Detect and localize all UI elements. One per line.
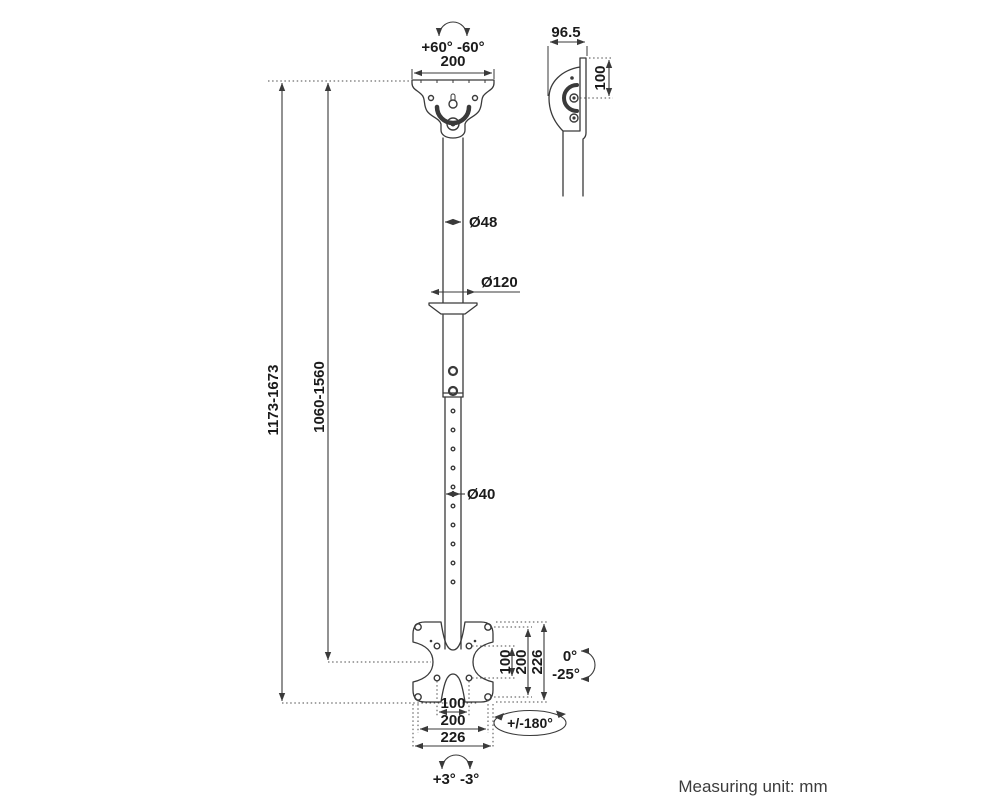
label-overall-height: 1173-1673 — [265, 365, 282, 436]
label-vesa-h100: 100 — [440, 695, 465, 712]
label-ceiling-plate-width: 200 — [440, 53, 465, 70]
measuring-unit-note: Measuring unit: mm — [678, 777, 827, 796]
top-swivel-annotation: +60° -60° — [421, 21, 485, 56]
vesa-horizontal-dims: 100 200 226 — [412, 681, 494, 750]
label-pole-height: 1060-1560 — [311, 361, 328, 433]
swivel-ellipse-icon — [493, 709, 567, 737]
side-bolt-lower — [569, 113, 579, 123]
label-side-hole-spacing: 100 — [592, 65, 609, 90]
label-vesa-h200: 200 — [440, 712, 465, 729]
inner-tube — [444, 396, 462, 650]
swivel-annotation: +/-180° — [493, 709, 567, 737]
label-collar-diameter: Ø120 — [481, 274, 518, 291]
label-vesa-v100: 100 — [497, 649, 514, 674]
bracket-hole-right — [471, 94, 479, 102]
swivel-arrow-left-icon — [494, 713, 504, 721]
telescopic-pole: Ø48 Ø120 — [428, 137, 520, 650]
front-view: +60° -60° 200 — [265, 21, 596, 788]
label-swivel-range: +/-180° — [507, 715, 553, 731]
vesa-plate-outline — [412, 621, 494, 703]
clamp-bolt-upper — [447, 365, 459, 377]
side-profile-outline — [548, 57, 587, 197]
clamp-bolt-lower — [447, 385, 459, 397]
pivot-bolt-center — [450, 121, 456, 127]
ceiling-cover-collar: Ø120 — [428, 274, 520, 315]
label-vesa-h226: 226 — [440, 729, 465, 746]
vesa-100-holes — [429, 639, 477, 682]
ceiling-plate-screw-ticks — [420, 80, 486, 83]
label-lower-pole-diameter: Ø40 — [467, 486, 495, 503]
side-hole-spacing-dim: 100 — [580, 57, 613, 99]
side-profile — [548, 57, 587, 197]
vesa-plate — [412, 621, 494, 703]
vesa-200-holes — [414, 623, 492, 701]
label-tilt-down: -25° — [552, 666, 580, 683]
keyhole-slot — [448, 93, 458, 109]
tilt-arc-slot — [434, 104, 472, 126]
label-tilt-up: 0° — [563, 648, 577, 665]
label-vesa-v226: 226 — [529, 649, 546, 674]
pivot-bolt — [446, 117, 460, 131]
level-annotation: +3° -3° — [433, 754, 480, 788]
height-dimensions: 1173-1673 1060-1560 — [265, 80, 478, 704]
outer-tube — [442, 137, 464, 398]
side-view: 96.5 100 — [547, 24, 613, 197]
ceiling-bracket — [411, 79, 495, 139]
side-small-hole — [570, 76, 574, 80]
vesa-vertical-dims: 100 200 226 — [472, 621, 548, 703]
side-depth-dim: 96.5 — [547, 24, 588, 96]
height-adjust-holes — [450, 408, 456, 585]
side-tilt-slot — [562, 83, 579, 113]
label-upper-pole-diameter: Ø48 — [469, 214, 497, 231]
tilt-annotation: 0° -25° — [552, 647, 596, 683]
label-side-depth: 96.5 — [551, 24, 580, 41]
ceiling-bracket-outline — [411, 79, 495, 139]
label-level-range: +3° -3° — [433, 771, 480, 788]
label-top-swivel-range: +60° -60° — [421, 39, 484, 56]
bracket-hole-left — [427, 94, 435, 102]
top-swivel-arc-icon — [435, 21, 471, 37]
ceiling-plate-width-dim: 200 — [411, 53, 495, 79]
swivel-arrow-right-icon — [556, 710, 566, 718]
side-bolt-upper — [569, 93, 579, 103]
label-vesa-v200: 200 — [513, 649, 530, 674]
tube-joint — [442, 392, 464, 398]
tilt-arc-icon — [580, 647, 596, 683]
level-arc-icon — [438, 754, 474, 770]
collar-outline — [428, 302, 478, 315]
